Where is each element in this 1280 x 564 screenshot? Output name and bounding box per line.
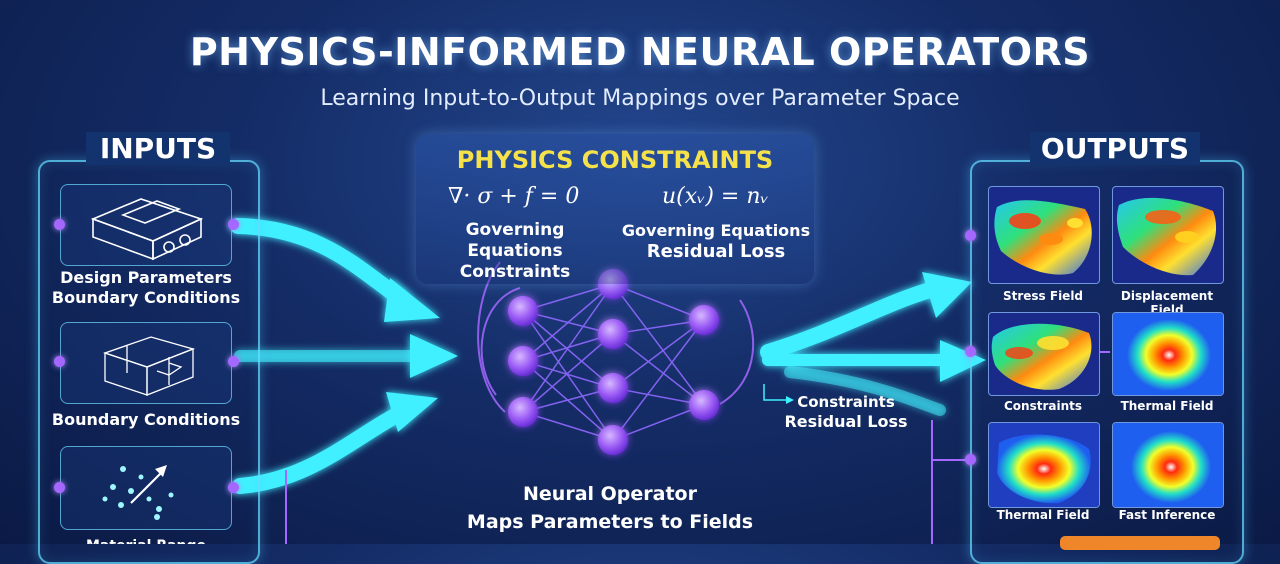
page-title: PHYSICS-INFORMED NEURAL OPERATORS (189, 30, 1091, 74)
output-label-thermal-2: Thermal Field (996, 508, 1090, 522)
fast-inference-heatmap (1113, 423, 1223, 507)
input-card-design-line1: Design Parameters (60, 268, 232, 287)
stress-field-heatmap (994, 200, 1092, 275)
output-card-fast[interactable] (1112, 422, 1224, 508)
output-label-constraints: Constraints (1003, 399, 1083, 413)
output-port-dot (965, 346, 976, 357)
thermal-field-heatmap (1113, 313, 1223, 395)
fast-inference-button[interactable] (1060, 536, 1220, 550)
input-card-design-line2: Boundary Conditions (51, 288, 241, 307)
physics-left-line2: Constraints (459, 262, 571, 282)
physics-left-label: Governing Equations Constraints (420, 220, 610, 283)
side-note-line2: Residual Loss (784, 412, 908, 431)
neural-operator-title: Neural Operator (523, 483, 697, 505)
input-card-boundary[interactable] (60, 322, 232, 404)
output-card-displacement[interactable] (1112, 186, 1224, 284)
physics-left-line1: Governing Equations (465, 220, 565, 261)
outputs-heading: OUTPUTS (1030, 132, 1200, 165)
side-note: Constraints Residual Loss (776, 392, 916, 432)
input-card-design[interactable] (60, 184, 232, 266)
input-port-dot (54, 219, 65, 230)
output-label-fast: Fast Inference (1118, 508, 1216, 522)
output-card-thermal-2[interactable] (988, 422, 1100, 508)
network-nodes (508, 269, 719, 455)
input-card-design-label: Design Parameters Boundary Conditions (46, 268, 246, 308)
input-card-material-label: Material Range (46, 536, 246, 544)
equation-equilibrium: ∇· σ + f = 0 (448, 184, 580, 209)
vector-scatter-icon (102, 465, 174, 520)
output-label-stress: Stress Field (1002, 289, 1084, 303)
input-port-dot (228, 356, 239, 367)
physics-right-line2: Residual Loss (646, 241, 786, 262)
wireframe-box-icon (102, 336, 196, 396)
input-port-dot (54, 356, 65, 367)
side-note-line1: Constraints (797, 393, 895, 411)
flow-diagram-graphics (230, 218, 1110, 544)
page-subtitle: Learning Input-to-Output Mappings over P… (320, 86, 960, 111)
inputs-heading: INPUTS (86, 132, 230, 165)
constraints-field-heatmap (991, 323, 1092, 390)
physics-right-line1: Governing Equations (621, 221, 811, 240)
output-card-thermal[interactable] (1112, 312, 1224, 396)
neural-operator-caption: Neural Operator Maps Parameters to Field… (440, 480, 780, 536)
input-port-dot (228, 219, 239, 230)
output-label-thermal: Thermal Field (1120, 399, 1214, 413)
physics-right-label: Governing Equations Residual Loss (616, 220, 816, 262)
output-card-constraints[interactable] (988, 312, 1100, 396)
input-card-boundary-label: Boundary Conditions (51, 410, 241, 429)
input-port-dot (54, 482, 65, 493)
physics-constraints-heading: PHYSICS CONSTRAINTS (456, 146, 774, 174)
output-card-stress[interactable] (988, 186, 1100, 284)
cad-block-icon (90, 198, 204, 261)
physics-constraints-box (416, 134, 814, 284)
input-port-dot (228, 482, 239, 493)
neural-operator-subtitle: Maps Parameters to Fields (466, 511, 754, 533)
input-arrows (230, 218, 416, 494)
thermal-field-heatmap (989, 423, 1099, 507)
output-port-dot (965, 454, 976, 465)
input-card-material[interactable] (60, 446, 232, 530)
output-port-dot (965, 230, 976, 241)
equation-boundary: u(xᵥ) = nᵥ (662, 184, 769, 209)
displacement-field-heatmap (1116, 197, 1217, 276)
